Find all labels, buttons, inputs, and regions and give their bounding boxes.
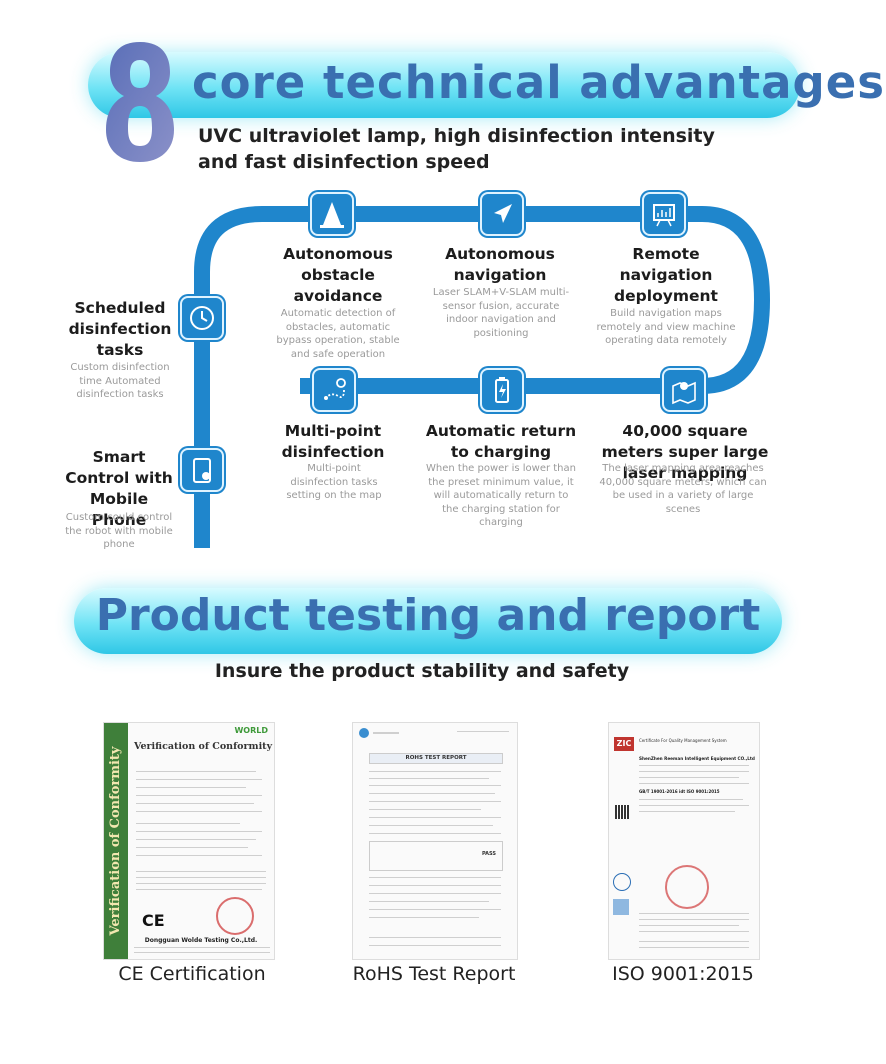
feature-node-navigation [480,192,524,236]
certifier-logo: ZIC [614,737,634,751]
feature-node-remote [642,192,686,236]
section-subtitle: Insure the product stability and safety [214,660,630,682]
feature-title: Multi-point disinfection [281,422,385,461]
clock-icon [190,306,214,330]
section-title: Product testing and report [95,590,761,641]
feature-node-obstacle [310,192,354,236]
battery-charging-icon [495,377,509,403]
feature-desc: Custom could control the robot with mobi… [65,512,173,550]
feature-title: Autonomous obstacle avoidance [283,245,393,305]
accreditation-logo [613,873,631,891]
mobile-phone-icon [193,458,211,483]
accreditation-logo [613,899,629,915]
number-eight-graphic: 8 [106,42,174,162]
qr-code [615,805,629,819]
iso-doc-title: Certificate For Quality Management Syste… [639,738,727,743]
feature-desc: Automatic detection of obstacles, automa… [276,308,400,360]
rohs-report-image: ROHS TEST REPORT PASS [352,722,518,960]
feature-desc: Custom disinfection time Automated disin… [70,362,170,400]
feature-node-scheduled [180,296,224,340]
iso-company: ShenZhen Reeman Intelligent Equipment CO… [639,756,755,761]
feature-node-multipoint [312,368,356,412]
certificate-caption: CE Certification [118,963,266,985]
feature-title: Autonomous navigation [445,245,555,284]
iso-certificate-image: ZIC Certificate For Quality Management S… [608,722,760,960]
feature-desc: Multi-point disinfection tasks setting o… [286,463,382,501]
certificate-stamp [216,897,254,935]
feature-title: Automatic return to charging [425,422,577,461]
feature-node-mapping [662,368,706,412]
feature-node-charging [480,368,524,412]
report-table: PASS [369,841,503,871]
certificate-caption: ISO 9001:2015 [612,963,754,985]
feature-desc: When the power is lower than the preset … [426,463,576,528]
presentation-board-icon [653,204,675,227]
svg-text:8: 8 [140,97,141,99]
feature-title: Scheduled disinfection tasks [68,299,172,359]
map-pin-icon [672,381,696,405]
certificate-side-text: Verification of Conformity [108,746,123,936]
ce-mark: CE [142,911,165,930]
feature-title: Remote navigation deployment [614,245,718,305]
certificate-footer: Dongguan Wolde Testing Co.,Ltd. [144,937,258,944]
certificate-stamp [665,865,709,909]
feature-desc: Laser SLAM+V-SLAM multi-sensor fusion, a… [432,287,570,339]
route-pin-icon [324,378,346,400]
traffic-cone-icon [320,202,344,228]
feature-desc: The laser mapping area reaches 40,000 sq… [599,463,767,515]
lab-logo [359,728,369,738]
report-result: PASS [481,851,496,857]
report-title: ROHS TEST REPORT [369,753,503,764]
certificate-title: Verification of Conformity [134,741,273,752]
certificate-brand: WORLD [234,726,268,735]
ce-certificate-image: Verification of Conformity WORLD Verific… [103,722,275,960]
feature-title: Smart Control with Mobile Phone [65,448,173,529]
section-subtitle: UVC ultraviolet lamp, high disinfection … [198,125,715,173]
navigation-arrow-icon [494,204,512,223]
feature-road-path [194,206,771,548]
iso-standard: GB/T 19001-2016 idt ISO 9001:2015 [639,789,720,794]
section-title: core technical advantages [192,56,886,109]
section-banner [88,52,800,118]
feature-title: 40,000 square meters super large laser m… [601,422,769,482]
certificate-caption: RoHS Test Report [352,963,516,985]
feature-node-mobile [180,448,224,492]
certificate-side-band [104,723,128,959]
section-banner [74,588,782,654]
feature-desc: Build navigation maps remotely and view … [596,308,736,346]
